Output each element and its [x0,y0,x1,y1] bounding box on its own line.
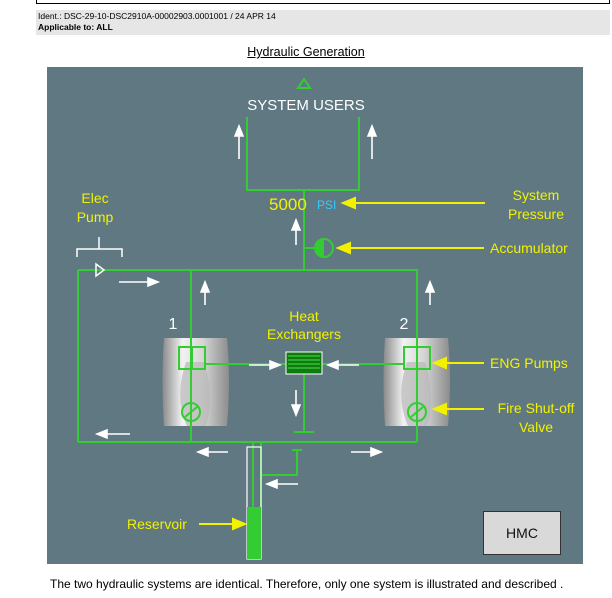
heat-exchangers-label: Heat [289,308,319,324]
hmc-button[interactable]: HMC [483,511,561,555]
eng-pump-1 [178,346,206,370]
system-users-label: SYSTEM USERS [247,97,365,114]
page-title: Hydraulic Generation [247,45,365,59]
triangle-marker [296,77,312,89]
fire-valve-label-2: Valve [519,419,553,435]
pressure-unit: PSI [317,198,336,212]
accumulator-label: Accumulator [490,240,568,256]
engine-2-number: 2 [400,316,409,333]
meta-band [36,10,610,35]
elec-pump-label-2: Pump [77,209,114,225]
elec-pump-bracket [76,237,123,257]
elec-pump-label: Elec [81,190,108,206]
fire-valve-2 [407,402,427,422]
heat-exchangers-label-2: Exchangers [267,326,341,342]
diagram-canvas: SYSTEM USERS Elec Pump 5000 PSI System P… [76,77,575,560]
heat-exchanger [285,351,323,375]
fire-valve-label: Fire Shut-off [498,400,575,416]
accumulator-symbol [304,238,334,258]
engine-1-nacelle [162,338,229,426]
hydraulic-diagram: SYSTEM USERS Elec Pump 5000 PSI System P… [47,67,583,564]
caption-text: The two hydraulic systems are identical.… [50,577,564,591]
system-pressure-label: System [513,187,560,203]
reservoir-tank [246,446,262,560]
applicability-line: Applicable to: ALL [38,22,113,32]
engine-1-number: 1 [169,316,178,333]
system-pressure-label-2: Pressure [508,206,564,222]
top-border [36,0,610,4]
callout-arrows [199,196,485,531]
eng-pump-2 [403,346,431,370]
fire-valve-1 [181,402,201,422]
ident-line: Ident.: DSC-29-10-DSC2910A-00002903.0001… [38,11,276,21]
elec-pump-check-valve [95,262,106,278]
flow-arrows [94,123,436,490]
eng-pumps-label: ENG Pumps [490,355,568,371]
reservoir-label: Reservoir [127,516,187,532]
pressure-value: 5000 [269,195,307,214]
